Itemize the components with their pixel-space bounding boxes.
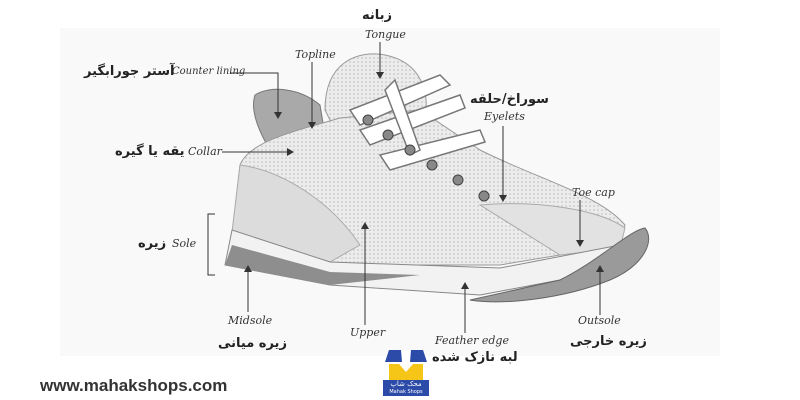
tongue-label: Tongue	[365, 28, 406, 41]
toe-cap-label: Toe cap	[572, 186, 615, 199]
topline-label: Topline	[295, 48, 336, 61]
collar-label-fa: یقه یا گیره	[115, 144, 185, 159]
feather-edge-label-fa: لبه نازک شده	[432, 350, 518, 365]
outsole-label: Outsole	[578, 314, 621, 327]
counter-lining-label-fa: آستر جورابگیر	[84, 64, 175, 79]
eyelets	[362, 114, 490, 202]
eyelets-label-fa: سوراخ/حلقه	[470, 92, 549, 107]
outsole-label-fa: زیره خارجی	[570, 334, 647, 349]
website-url[interactable]: www.mahakshops.com	[40, 376, 228, 395]
midsole-label: Midsole	[228, 314, 273, 327]
sole-label: Sole	[172, 237, 197, 250]
logo-text-fa: محک شاپ	[390, 380, 422, 388]
upper-label: Upper	[350, 326, 386, 339]
logo-text: محک شاپ Mahak Shops	[383, 380, 429, 396]
outsole-shape	[469, 227, 650, 303]
eyelets-label: Eyelets	[484, 110, 525, 123]
collar-label: Collar	[188, 145, 222, 158]
logo-text-en: Mahak Shops	[389, 389, 423, 395]
midsole-label-fa: زیره میانی	[218, 336, 287, 351]
counter-lining-label: Counter lining	[172, 66, 246, 77]
sole-label-fa: زیره	[138, 236, 167, 251]
tongue-label-fa: زبانه	[362, 8, 393, 23]
feather-edge-label: Feather edge	[435, 334, 509, 347]
mahak-shops-logo	[385, 350, 427, 380]
